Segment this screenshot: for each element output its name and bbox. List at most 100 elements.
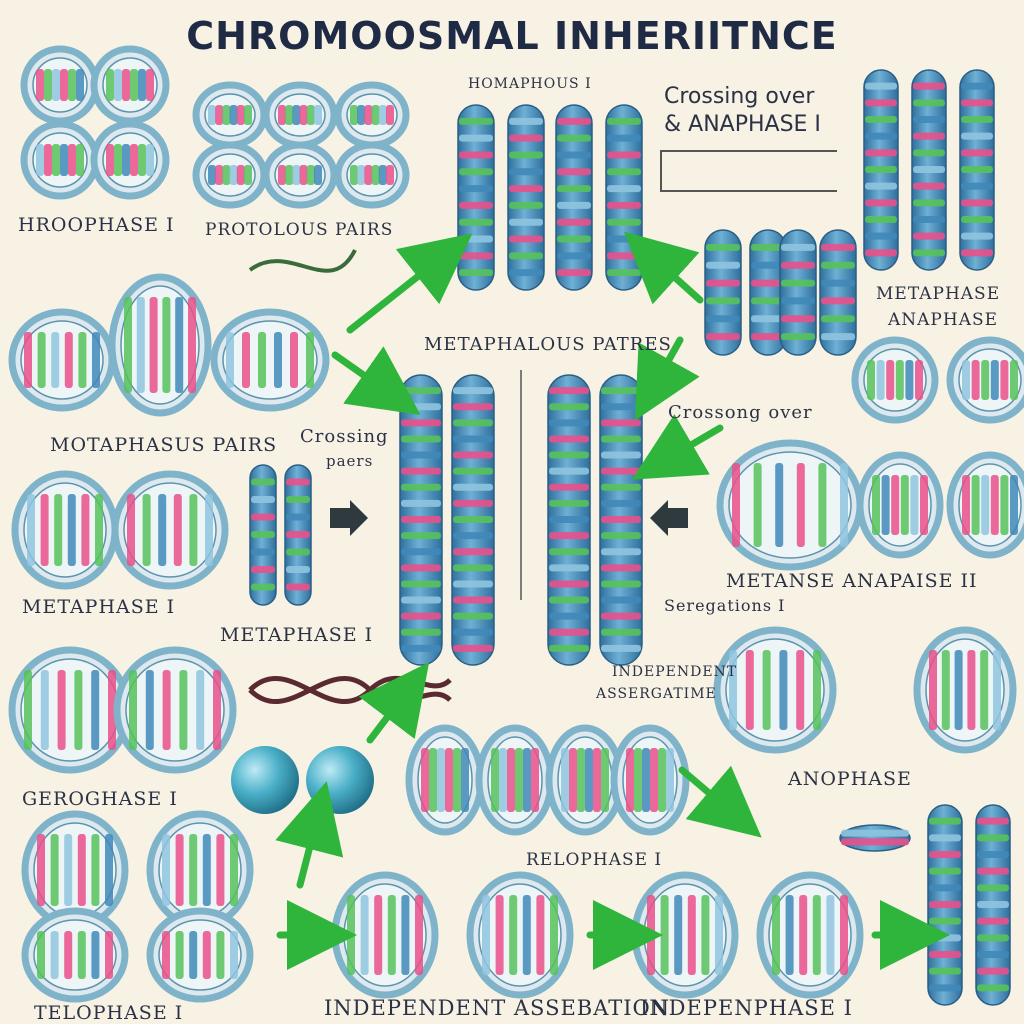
cell-chromatid — [95, 494, 103, 566]
chromosome-band — [509, 201, 543, 209]
chromosome-band — [929, 884, 961, 892]
chromosome-band — [961, 99, 993, 107]
chromosome-band — [607, 168, 641, 176]
label-homaphous: HOMAPHOUS I — [468, 76, 592, 92]
cell-chromatid — [577, 748, 585, 812]
cell-chromatid — [52, 69, 60, 101]
cell-chromatid — [158, 494, 167, 566]
chromosome-band — [929, 834, 961, 842]
chromosome-band — [401, 532, 441, 540]
chromosome-band — [865, 199, 897, 207]
cell-chromatid — [522, 895, 531, 975]
chromosome-band — [607, 134, 641, 142]
chromosome-band — [607, 151, 641, 159]
cell-chromatid — [146, 69, 154, 101]
cell-chromatid — [222, 105, 231, 125]
cell-chromatid — [729, 650, 737, 730]
chromosome-band — [509, 252, 543, 260]
chromosome-band — [977, 851, 1009, 858]
chromosome-band — [286, 478, 310, 486]
cell-chromatid — [762, 650, 771, 730]
cell-chromatid — [386, 165, 394, 185]
chromosome-band — [557, 252, 591, 260]
cell-chromatid — [130, 144, 138, 176]
chromosome-band — [977, 967, 1009, 975]
chromosome — [599, 374, 643, 666]
chromosome-band — [549, 387, 589, 395]
cell-chromatid — [905, 360, 914, 400]
cell-chromatid — [536, 895, 545, 975]
cell-chromatid — [491, 748, 499, 812]
cell-chromatid — [230, 931, 238, 979]
label-anophase: ANOPHASE — [788, 768, 912, 790]
cell-chromatid — [236, 105, 245, 125]
cell-interior — [20, 320, 104, 400]
chromosome — [284, 464, 312, 606]
chromosome-band — [601, 596, 641, 604]
chromosome-band — [929, 917, 961, 925]
chromosome-band — [509, 117, 543, 125]
chromosome-band — [401, 483, 441, 491]
label-crossing-left-1: Crossing — [300, 426, 389, 447]
process-arrow — [623, 231, 704, 305]
chromosome-band — [401, 516, 441, 523]
cell-chromatid — [36, 69, 44, 101]
chromosome-band — [557, 269, 591, 277]
cell-chromatid — [236, 165, 245, 185]
cell-chromatid — [826, 895, 835, 975]
cell-chromatid — [461, 748, 469, 812]
cell-chromatid — [60, 69, 68, 101]
cell-chromatid — [531, 748, 539, 812]
chromosome-band — [557, 235, 591, 243]
cell-chromatid — [840, 463, 848, 547]
cell-chromatid — [76, 69, 84, 101]
chromosome-band — [509, 269, 543, 277]
cell-interior — [33, 919, 117, 991]
cell-interior — [478, 883, 562, 987]
label-assergatime: ASSERGATIME — [596, 686, 717, 702]
chromosome-band — [821, 279, 855, 287]
chromosome-band — [453, 564, 493, 572]
chromosome-band — [977, 917, 1009, 925]
cell-chromatid — [429, 748, 437, 812]
chromosome-body — [555, 104, 593, 291]
cell-chromatid — [929, 650, 937, 730]
chromosome-band — [751, 261, 785, 269]
cell-chromatid — [796, 650, 805, 730]
process-arrow-dark — [650, 500, 688, 536]
chromosome-band — [913, 249, 945, 257]
cell-chromatid — [666, 748, 674, 812]
cell-chromatid — [188, 297, 196, 393]
chromosome-band — [401, 387, 441, 395]
chromosome-band — [549, 467, 589, 475]
chromosome-band — [929, 984, 961, 992]
chromosome — [451, 374, 495, 666]
chromosome-band — [841, 829, 909, 837]
cell-chromatid — [175, 297, 184, 393]
cell-chromatid — [24, 332, 32, 388]
chromosome — [839, 824, 911, 852]
cell-interior — [120, 285, 200, 405]
chromosome-band — [601, 499, 641, 507]
chromosome-band — [549, 403, 589, 411]
cell-chromatid — [732, 463, 740, 547]
chromosome-band — [977, 834, 1009, 842]
chromosome-band — [453, 419, 493, 427]
chromosome-band — [453, 403, 493, 411]
cell-chromatid — [569, 748, 577, 812]
chromosome-band — [929, 867, 961, 875]
cell-chromatid — [745, 650, 754, 730]
chromosome — [399, 374, 443, 666]
chromosome-band — [781, 261, 815, 269]
chromosome-band — [557, 201, 591, 209]
chromosome-band — [961, 182, 993, 190]
cell-chromatid — [350, 165, 358, 185]
chromosome — [547, 374, 591, 666]
chromosome-band — [961, 82, 993, 90]
chromosome-band — [549, 483, 589, 491]
chromosome-band — [549, 419, 589, 427]
cell-interior — [158, 919, 242, 991]
cell-chromatid — [44, 144, 52, 176]
cell-chromatid — [357, 165, 366, 185]
